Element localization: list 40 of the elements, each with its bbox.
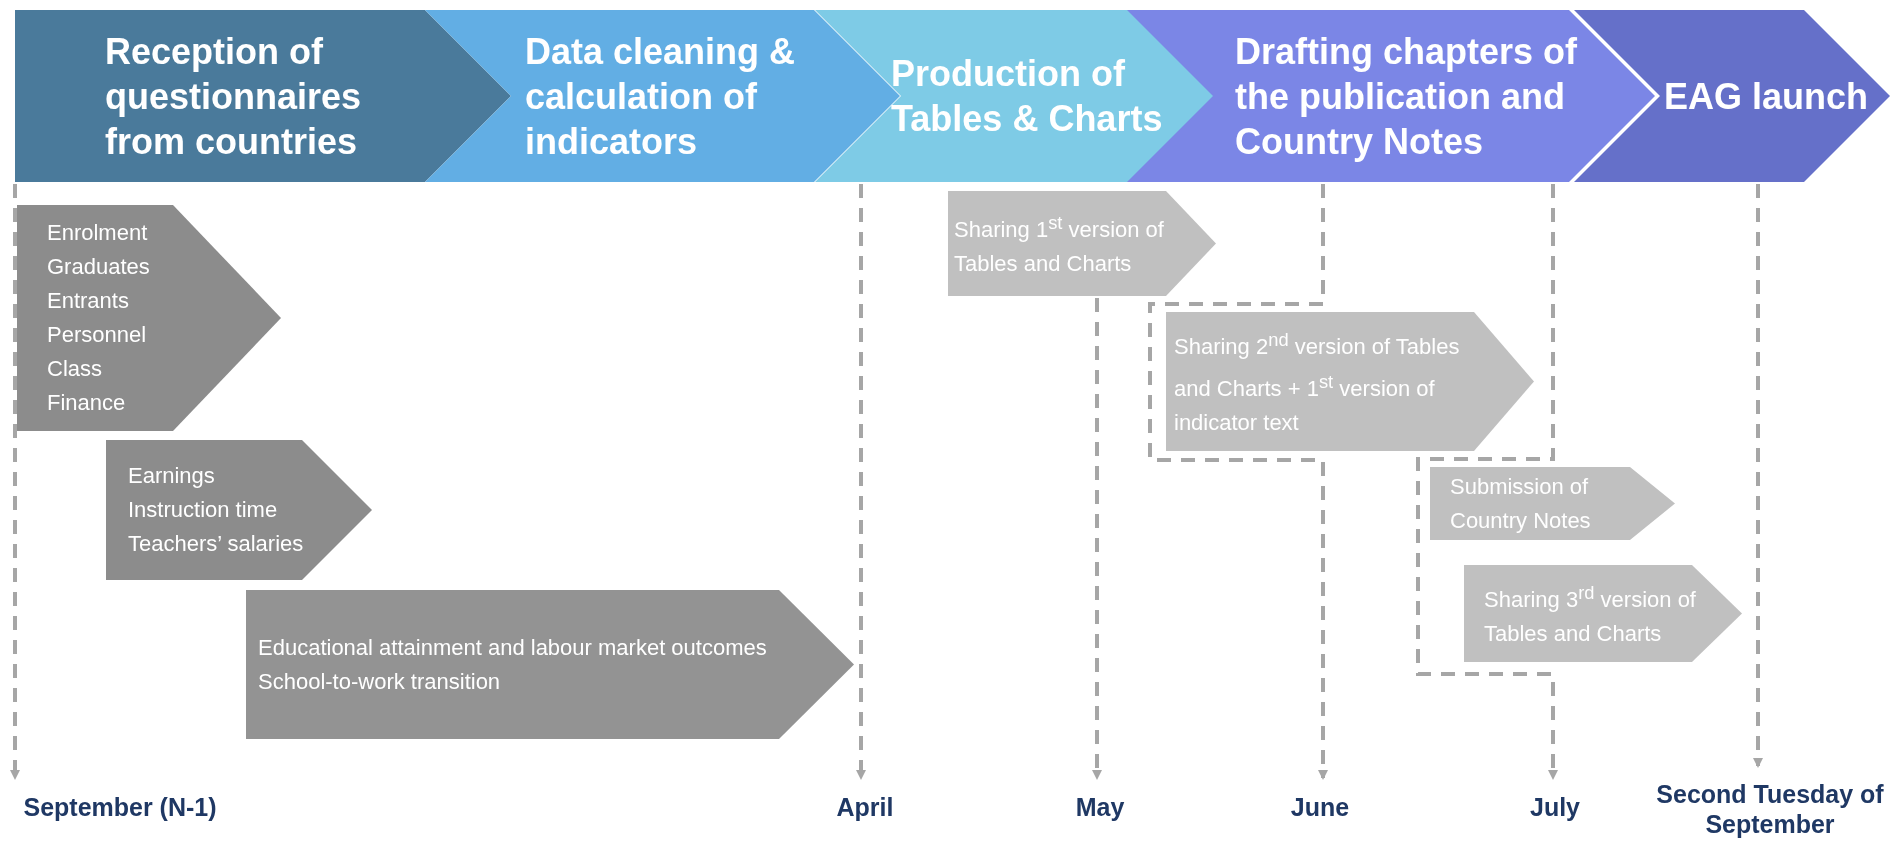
phase-title: EAG launch [1664,74,1870,119]
task-text: Sharing 2$^{nd}$ version of Tables and Charts + 1$^{st}$ version of indicator text [1174,328,1461,437]
task-banner [106,440,372,580]
task-text: School-to-work transition [258,667,502,696]
task-text: Sharing 1$^{st}$ version of Tables and Charts [954,210,1165,279]
dashed-arrow [1148,184,1328,780]
task-banner [1430,467,1675,540]
task-text: Graduates [47,253,151,281]
month-text: September (N-1) [22,792,218,822]
month-text: April [835,792,895,822]
phase-title: Reception of questionnaires from countries [105,29,363,164]
task-banner [17,205,281,431]
task-banner [246,590,854,739]
month-text: May [1074,792,1126,822]
phase-banner [15,10,511,182]
task-text: Class [47,355,103,383]
dashed-arrow [856,184,866,780]
phase-title: Production of Tables & Charts [891,52,1164,141]
dashed-arrow [10,184,20,780]
task-banner [948,191,1216,296]
dashed-arrow [1416,184,1558,780]
task-text: Personnel [47,321,148,349]
task-banner [1464,565,1742,662]
month-text: July [1529,792,1581,822]
dashed-arrow [1092,298,1102,780]
task-text: Enrolment [47,219,149,247]
task-text: Entrants [47,287,130,315]
task-text: Educational attainment and labour market outcomes [258,633,768,662]
task-text: Earnings [128,462,216,490]
task-text: Instruction time [128,496,279,524]
task-text: Teachers’ salaries [128,530,305,558]
month-text: June [1289,792,1351,822]
month-text: Second Tuesday of September [1655,779,1885,839]
task-text: Finance [47,389,127,417]
phase-title: Data cleaning & calculation of indicators [525,29,797,164]
task-text: Submission of Country Notes [1450,472,1592,535]
phase-title: Drafting chapters of the publication and Country Notes [1235,29,1579,164]
task-text: Sharing 3$^{rd}$ version of Tables and Charts [1484,580,1697,649]
task-banner [1166,312,1534,451]
dashed-arrow [1753,184,1763,768]
